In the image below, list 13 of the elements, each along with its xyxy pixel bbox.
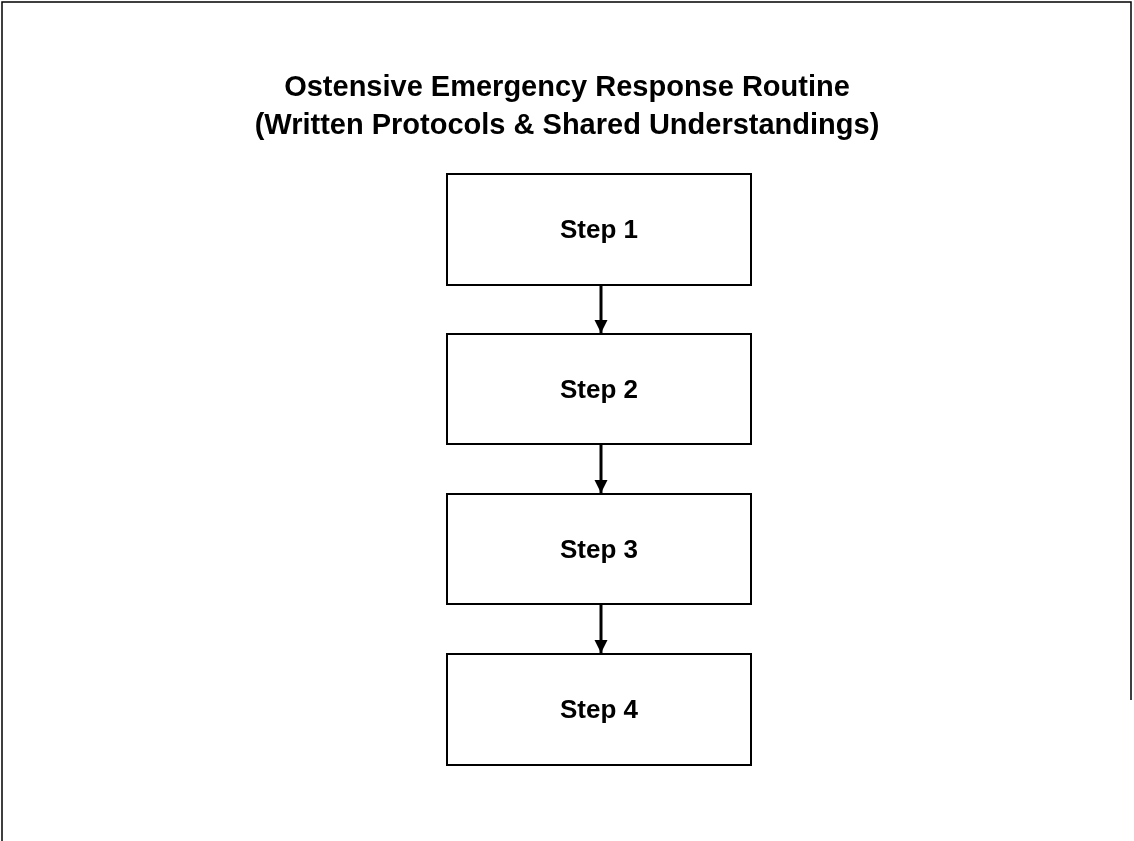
- process-box: [446, 173, 752, 286]
- diagram-title: Ostensive Emergency Response Routine: [283, 70, 851, 103]
- process-box: [446, 493, 752, 605]
- process-box: [446, 653, 752, 766]
- process-box: [446, 333, 752, 445]
- step-label: Step 1: [560, 214, 638, 245]
- arrow: [594, 445, 608, 493]
- arrow: [594, 286, 608, 333]
- subtitle: (Written Protocols & Shared Understandings): [253, 108, 881, 141]
- step-label: Step 3: [560, 533, 638, 565]
- arrow: [594, 605, 608, 653]
- step-label: Step 2: [560, 373, 638, 405]
- step-label: Step 4: [560, 694, 638, 725]
